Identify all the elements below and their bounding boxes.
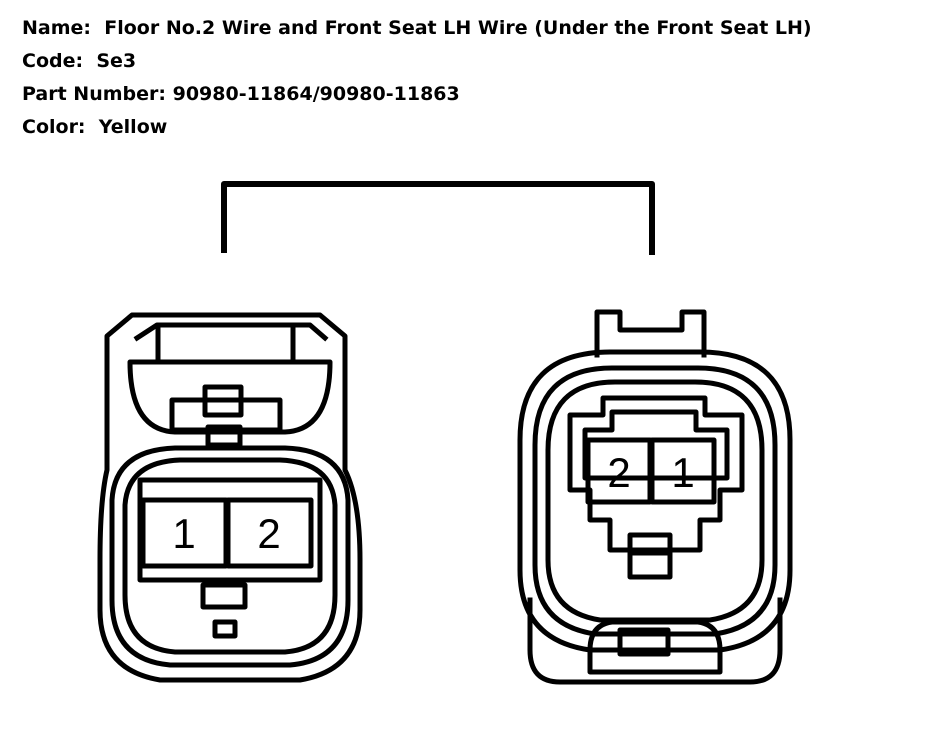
right-lower-key bbox=[627, 532, 673, 580]
left-bottom-key bbox=[200, 582, 248, 610]
color-value: Yellow bbox=[98, 116, 168, 138]
color-label: Color: bbox=[22, 116, 86, 138]
part-number-line: Part Number: 90980-11864/90980-11863 bbox=[22, 78, 812, 111]
right-top-tab bbox=[594, 309, 707, 358]
right-foot-key bbox=[617, 627, 671, 657]
right-connector bbox=[517, 309, 793, 685]
color-line: Color: Yellow bbox=[22, 111, 812, 144]
right-pin-1-label: 1 bbox=[671, 449, 694, 496]
part-number-label: Part Number: bbox=[22, 83, 166, 105]
right-pin-2-label: 2 bbox=[607, 449, 630, 496]
right-housing-outer bbox=[517, 349, 793, 653]
left-housing-outer bbox=[97, 312, 363, 683]
code-line: Code: Se3 bbox=[22, 45, 812, 78]
name-label: Name: bbox=[22, 17, 92, 39]
left-latch-body bbox=[127, 359, 333, 435]
right-housing-foot bbox=[527, 597, 783, 685]
left-pin-2-label: 2 bbox=[257, 510, 280, 557]
left-housing-ring-1 bbox=[109, 445, 351, 668]
left-pin-1-label: 1 bbox=[172, 510, 195, 557]
right-foot-inner bbox=[587, 619, 723, 675]
left-bottom-notch bbox=[212, 619, 238, 639]
right-housing-ring-inner bbox=[545, 379, 765, 623]
left-latch-cap bbox=[133, 322, 329, 342]
name-value: Floor No.2 Wire and Front Seat LH Wire (… bbox=[104, 17, 812, 39]
left-lock-tab-base bbox=[169, 397, 283, 433]
left-cavity-frame bbox=[137, 477, 323, 583]
right-cavity-inner bbox=[582, 409, 730, 481]
code-label: Code: bbox=[22, 50, 84, 72]
right-housing-ring bbox=[532, 365, 778, 637]
part-number-value: 90980-11864/90980-11863 bbox=[172, 83, 460, 105]
right-pin-1-cell bbox=[649, 437, 717, 505]
left-pin-2-cell bbox=[225, 497, 314, 569]
code-value: Se3 bbox=[96, 50, 137, 72]
name-line: Name: Floor No.2 Wire and Front Seat LH … bbox=[22, 12, 812, 45]
connector-info: Name: Floor No.2 Wire and Front Seat LH … bbox=[22, 12, 812, 144]
left-connector bbox=[97, 312, 363, 683]
left-lock-tab-key bbox=[205, 424, 243, 448]
left-housing-ring-2 bbox=[122, 457, 338, 655]
mating-bracket bbox=[221, 181, 655, 255]
right-cavity-frame bbox=[567, 395, 745, 553]
